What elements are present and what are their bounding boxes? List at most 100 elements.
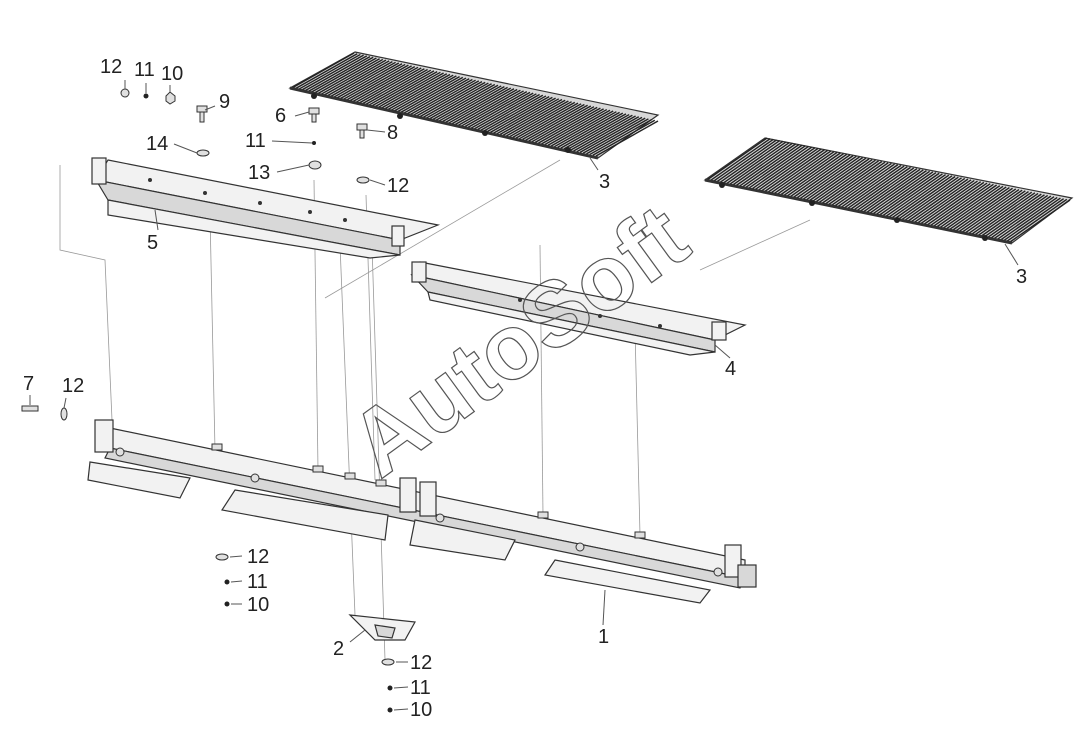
grate-bar (818, 160, 880, 204)
grate-bar (923, 181, 985, 225)
grate-bar (419, 81, 483, 118)
small-bracket-2 (348, 614, 416, 641)
grate-bar (920, 181, 982, 225)
grate-bar (531, 106, 595, 143)
callout-6: 6 (275, 105, 286, 127)
grate-bar (955, 188, 1017, 232)
callout-2: 2 (333, 638, 344, 660)
grate-bar (840, 164, 902, 208)
grate-bar (971, 191, 1033, 235)
grate-bar (709, 138, 771, 182)
grate-bar (323, 59, 387, 96)
grate-bar (515, 102, 579, 139)
callout-10: 10 (247, 594, 269, 616)
grate-bar (913, 179, 975, 223)
grate-bar (834, 163, 895, 207)
grate-bar (968, 190, 1029, 235)
grate-bar (732, 142, 793, 186)
grate-bar (371, 70, 435, 107)
grate-bar (416, 80, 480, 117)
grate-bar (789, 154, 851, 198)
grate-bar (502, 99, 566, 136)
grate-bar (799, 156, 860, 200)
grate-bar (490, 96, 553, 133)
grate-bar (384, 73, 448, 110)
grate-bar (929, 183, 991, 227)
leader-lines (29, 80, 1019, 711)
grate-bar (467, 91, 531, 128)
callout-13: 13 (248, 162, 270, 184)
grate-bar (538, 107, 601, 144)
grate-bar (869, 170, 931, 214)
grate-bar (397, 76, 460, 113)
grate-bar (576, 116, 640, 153)
grate-bar (317, 58, 380, 95)
grate-bar (544, 108, 608, 146)
callout-3: 3 (599, 171, 610, 193)
grate-bar (534, 106, 598, 144)
grate-bar (579, 116, 643, 154)
grate-bar (706, 137, 768, 181)
grate-bar (783, 153, 844, 197)
grate-bar (426, 82, 489, 119)
hardware (21, 88, 395, 713)
grate-bar (422, 81, 486, 118)
grate-bar (445, 86, 508, 123)
grate-bar (560, 112, 624, 149)
grate-bar (872, 171, 934, 215)
grate-bar (843, 165, 905, 209)
grate-bar (522, 103, 585, 141)
grate-bar (410, 78, 473, 116)
grate-bar (378, 71, 441, 108)
grate-bar (850, 166, 911, 210)
grate-bar (936, 184, 998, 228)
grate-bar (429, 83, 492, 120)
grate-bar (573, 115, 636, 152)
grate-bar (595, 120, 659, 157)
grate-bar (403, 77, 467, 114)
callout-11: 11 (247, 571, 268, 593)
grate-panel-upper (288, 51, 660, 160)
grate-bar (461, 90, 524, 127)
grate-bar (320, 58, 384, 96)
grate-bar (451, 88, 515, 125)
grate-bar (1003, 198, 1065, 242)
grate-bar (342, 63, 406, 101)
grate-bar (735, 143, 797, 187)
grate-bar (856, 168, 918, 212)
callout-10: 10 (161, 63, 183, 85)
grate-bar (438, 85, 502, 122)
grate-bar (945, 186, 1007, 230)
grate-bar (358, 67, 422, 104)
grate-bar (554, 111, 617, 148)
grate-bar (528, 105, 592, 142)
callout-labels: 12 11 10 9 6 11 8 14 13 12 3 3 5 4 7 12 … (23, 56, 1027, 721)
grate-bar (1006, 198, 1068, 242)
grate-bar (897, 176, 959, 220)
grate-bar (760, 148, 822, 192)
grate-bar (563, 113, 627, 150)
grate-bar (362, 68, 425, 105)
callout-12: 12 (100, 56, 122, 78)
grate-bar (770, 150, 832, 194)
grate-bar (458, 89, 521, 126)
grate-bar (764, 149, 825, 193)
grate-bar (365, 68, 428, 106)
callout-7: 7 (23, 373, 34, 395)
grate-bar (901, 177, 962, 221)
callout-14: 14 (146, 133, 168, 155)
grate-bar (333, 61, 396, 98)
grate-bar (454, 88, 518, 126)
grate-bar (330, 60, 393, 98)
grate-bar (738, 143, 800, 188)
grate-bar (582, 117, 646, 154)
grate-bar (773, 151, 835, 195)
grate-bar (824, 161, 886, 205)
grate-bar (792, 155, 854, 199)
grate-bar (355, 66, 419, 103)
grate-bar (480, 94, 544, 131)
grate-bar (728, 141, 790, 186)
grate-bar (1009, 199, 1071, 243)
grate-bar (910, 179, 972, 223)
